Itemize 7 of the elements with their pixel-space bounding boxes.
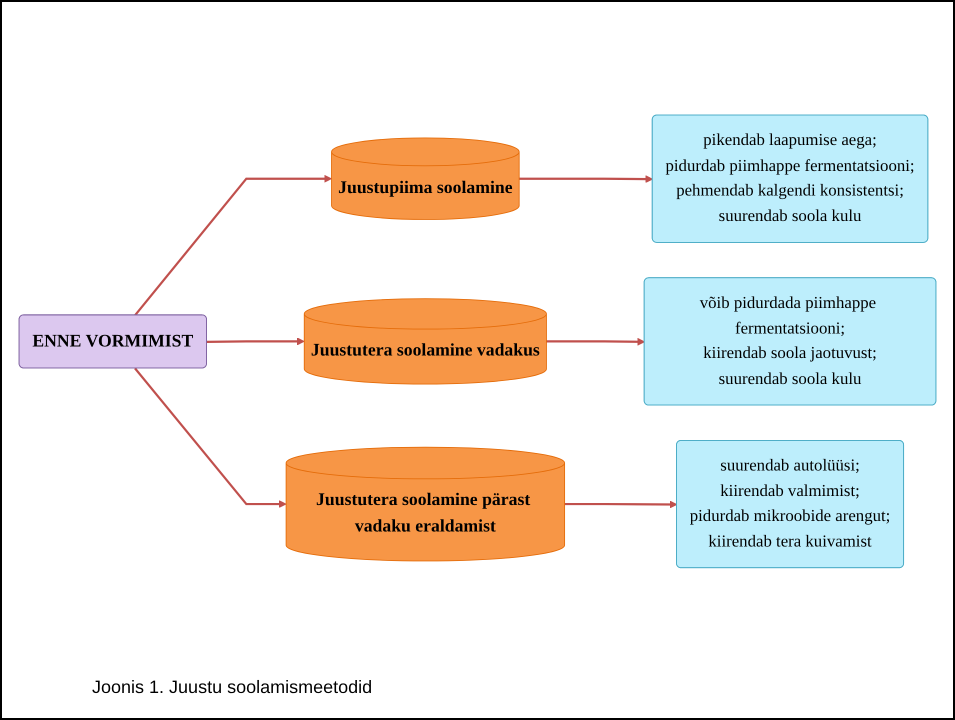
caption: Joonis 1. Juustu soolamismeetodid bbox=[92, 677, 372, 698]
arrow bbox=[519, 175, 654, 184]
arrow bbox=[546, 338, 645, 346]
arrow bbox=[134, 174, 332, 316]
arrow bbox=[134, 368, 286, 508]
arrow bbox=[206, 338, 305, 346]
arrow bbox=[564, 500, 678, 508]
